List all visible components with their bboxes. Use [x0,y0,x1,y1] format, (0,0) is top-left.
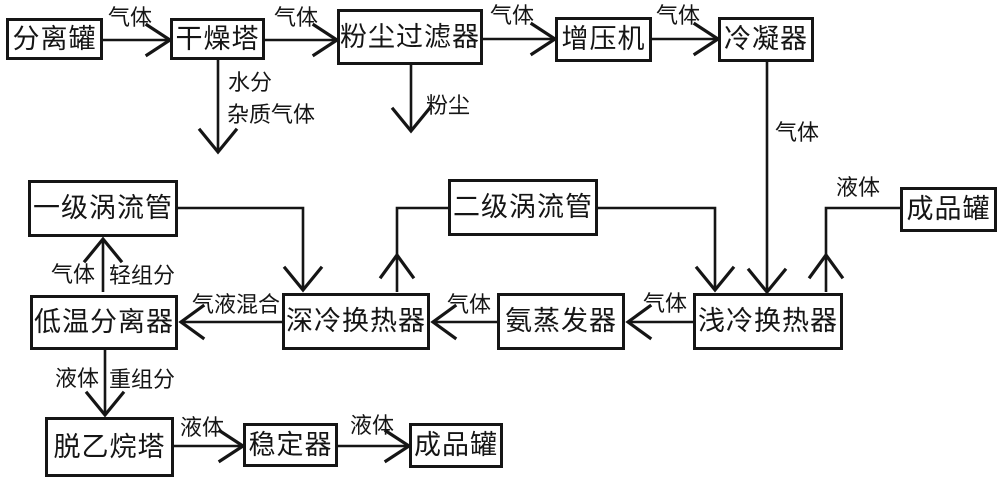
label-liquid-deethanizer-to-stabilizer: 液体 [180,415,225,440]
edge-shallow-to-evaporator [625,303,693,341]
edge-drying-waste-out [197,60,239,155]
edge-deep-to-vortex2 [378,206,448,292]
edge-deep-to-lowtemp [178,303,282,341]
label-gas-condenser-to-shallow: 气体 [775,120,820,145]
label-gas-liquid-mix: 气液混合 [192,292,281,317]
node-condenser: 冷凝器 [718,17,814,62]
edge-booster-to-condenser [652,21,721,57]
edge-vortex2-to-shallow [598,206,736,293]
node-low-temp-separator: 低温分离器 [30,295,178,350]
label-water: 水分 [228,70,273,95]
node-deep-cold-exchanger: 深冷换热器 [282,293,430,350]
edge-filter-dust-out [390,65,432,134]
node-drying-tower: 干燥塔 [170,18,265,60]
node-ammonia-evaporator: 氨蒸发器 [497,293,625,350]
label-dust: 粉尘 [426,93,471,118]
label-light-fraction: 轻组分 [109,263,176,288]
label-impurity-gas: 杂质气体 [227,102,316,127]
label-liquid-to-product-top: 液体 [836,175,881,200]
node-product-tank-top: 成品罐 [900,187,997,232]
edge-condenser-to-shallow [746,62,788,295]
node-stabilizer: 稳定器 [243,423,338,467]
edge-vortex1-to-deep [178,206,324,293]
edge-filter-to-booster [483,21,558,57]
node-shallow-cold-exchanger: 浅冷换热器 [693,293,843,350]
node-product-tank-bottom: 成品罐 [409,423,503,468]
edge-lowtemp-to-deethanizer [84,350,126,418]
edge-shallow-to-product-top [807,206,900,292]
label-liquid-stabilizer-to-product: 液体 [350,413,395,438]
label-gas-booster-to-condenser: 气体 [656,3,701,28]
node-dust-filter: 粉尘过滤器 [337,9,483,65]
edge-evaporator-to-deep [430,303,497,341]
node-separator-tank: 分离罐 [6,18,103,60]
node-booster: 增压机 [555,17,652,62]
node-vortex-tube-1: 一级涡流管 [28,180,178,237]
label-gas-drying-to-filter: 气体 [274,5,319,30]
label-liquid-heavy: 液体 [55,366,100,391]
node-vortex-tube-2: 二级涡流管 [448,179,598,236]
edge-lowtemp-to-vortex1 [82,236,124,292]
label-gas-evaporator-to-deep: 气体 [447,292,492,317]
label-gas-filter-to-booster: 气体 [490,3,535,28]
label-gas-separator-to-drying: 气体 [108,5,153,30]
label-heavy-fraction: 重组分 [109,367,176,392]
label-gas-light: 气体 [51,262,96,287]
node-deethanizer: 脱乙烷塔 [45,417,174,477]
label-gas-shallow-to-evaporator: 气体 [643,291,688,316]
